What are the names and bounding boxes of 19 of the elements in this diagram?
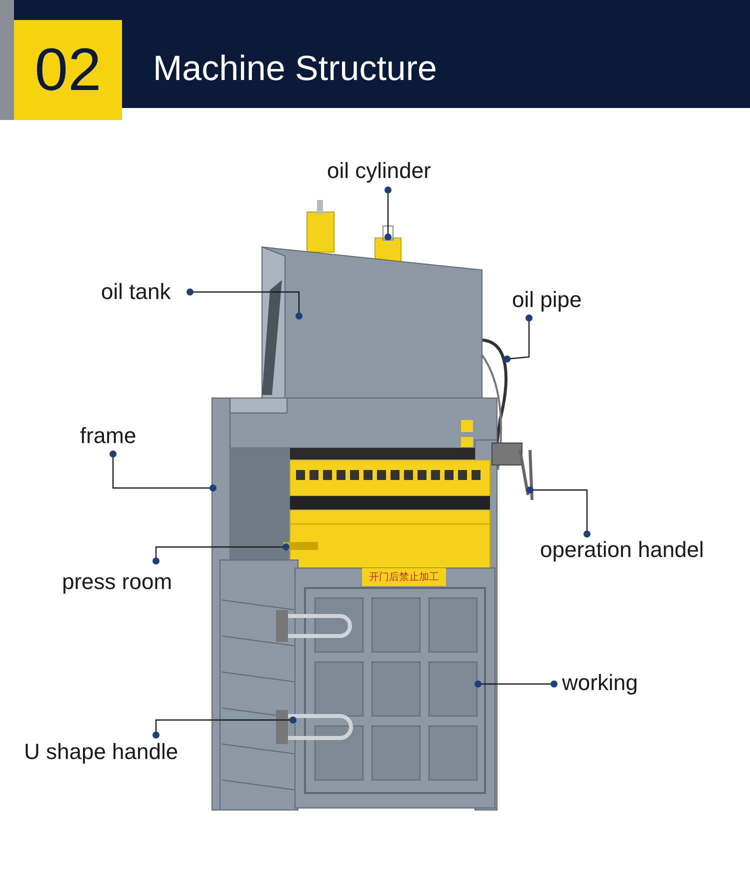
part-label: operation handel — [540, 537, 704, 563]
section-number: 02 — [14, 20, 122, 120]
leader-line — [474, 680, 558, 688]
part-label: oil cylinder — [327, 158, 431, 184]
part-label: oil tank — [101, 279, 171, 305]
leader-line — [186, 288, 302, 320]
leader-line — [384, 186, 392, 240]
leader-line — [526, 486, 590, 538]
part-label: U shape handle — [24, 739, 178, 765]
part-label: oil pipe — [512, 287, 582, 313]
part-label: working — [562, 670, 638, 696]
part-label: frame — [80, 423, 136, 449]
title: Machine Structure — [153, 48, 438, 90]
leader-line — [152, 716, 296, 738]
leader-line — [504, 314, 532, 362]
leader-line — [152, 544, 290, 564]
leader-line — [110, 450, 216, 492]
warning-sign: 开门后禁止加工 — [368, 570, 440, 585]
part-label: press room — [62, 569, 172, 595]
